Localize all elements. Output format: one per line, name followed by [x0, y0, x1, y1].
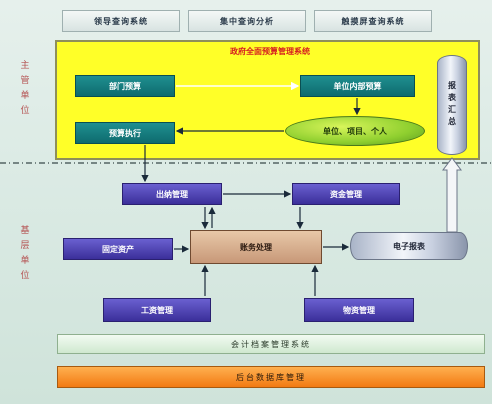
payroll-box[interactable]: 工资管理	[103, 298, 211, 322]
e-report-cylinder[interactable]: 电子报表	[350, 232, 468, 260]
payments-box[interactable]: 出纳管理	[122, 183, 222, 205]
unit-budget-box[interactable]: 单位内部预算	[300, 75, 415, 97]
upper-zone-title: 政府全面预算管理系统	[230, 46, 310, 56]
materials-box[interactable]: 物资管理	[304, 298, 414, 322]
top-button-leader-query[interactable]: 领导查询系统	[62, 10, 180, 32]
top-button-touchscreen-query[interactable]: 触摸屏查询系统	[314, 10, 432, 32]
top-button-central-query[interactable]: 集中查询分析	[188, 10, 306, 32]
report-summary-label: 报表汇总	[447, 81, 457, 129]
report-summary-cylinder[interactable]: 报表汇总	[437, 55, 467, 155]
database-bar[interactable]: 后台数据库管理	[57, 366, 485, 388]
fixed-assets-box[interactable]: 固定资产	[63, 238, 173, 260]
arrow-ereport-to-summary	[442, 157, 462, 233]
side-label-upper: 主管单位	[18, 60, 29, 120]
side-label-lower: 基层单位	[18, 225, 29, 285]
archive-bar[interactable]: 会计档案管理系统	[57, 334, 485, 354]
accounting-box[interactable]: 账务处理	[190, 230, 322, 264]
budget-exec-box[interactable]: 预算执行	[75, 122, 175, 144]
unit-project-ellipse[interactable]: 单位、项目、个人	[285, 116, 425, 146]
funds-box[interactable]: 资金管理	[292, 183, 400, 205]
dept-budget-box[interactable]: 部门预算	[75, 75, 175, 97]
